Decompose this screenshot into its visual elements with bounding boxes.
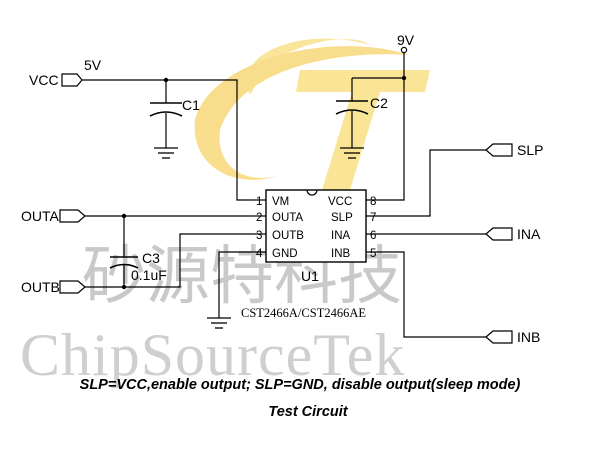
pin-number: 4	[256, 248, 263, 260]
wire-gnd	[218, 251, 253, 318]
c3-ref-label: C3	[142, 250, 160, 266]
pin-number: 5	[370, 248, 376, 260]
watermark-en: ChipSourceTek	[20, 322, 405, 388]
pin-name: OUTA	[272, 212, 303, 224]
port-outa-label: OUTA	[21, 208, 60, 224]
port-slp: SLP	[485, 142, 543, 158]
wires	[82, 52, 486, 338]
junction-dot	[121, 284, 127, 290]
port-outb: OUTB	[21, 279, 86, 295]
pin-name: VCC	[328, 196, 352, 208]
port-outa: OUTA	[21, 208, 86, 224]
supply-9v-terminal	[400, 46, 408, 54]
c2-ref-label: C2	[370, 95, 388, 111]
pin-name: INB	[331, 248, 351, 260]
condition-note: SLP=VCC,enable output; SLP=GND, disable …	[80, 377, 521, 393]
pin-number: 7	[370, 212, 376, 224]
capacitor-c3	[109, 256, 139, 269]
ic-notch	[306, 189, 318, 196]
ground-symbol-c1	[154, 147, 178, 159]
wire-outb	[85, 233, 253, 288]
port-outb-label: OUTB	[21, 279, 60, 295]
supply-5v-label: 5V	[84, 57, 102, 73]
port-inb-label: INB	[517, 329, 540, 345]
pin-name: SLP	[331, 212, 353, 224]
pin-name: GND	[272, 248, 298, 260]
port-vcc: VCC	[29, 72, 83, 88]
pin-number: 2	[256, 212, 262, 224]
ground-symbol-gnd	[207, 317, 231, 329]
ground-symbol-c2	[340, 147, 364, 159]
port-ina-label: INA	[517, 226, 541, 242]
c1-ref-label: C1	[182, 97, 200, 113]
pin-name: INA	[331, 230, 351, 242]
ic-body	[265, 189, 367, 263]
pin-number: 8	[370, 196, 376, 208]
pin-number: 1	[256, 196, 262, 208]
capacitor-c1	[149, 102, 183, 117]
ic-part-label: CST2466A/CST2466AE	[241, 306, 366, 320]
pin-name: OUTB	[272, 230, 304, 242]
figure-caption: Test Circuit	[268, 404, 348, 420]
ic-ref-label: U1	[301, 268, 319, 284]
pin-number: 3	[256, 230, 262, 242]
logo-watermark	[194, 38, 430, 190]
wire-9v-vcc	[384, 52, 405, 201]
junction-dot	[121, 213, 127, 219]
junction-dot	[401, 75, 407, 81]
pin-number: 6	[370, 230, 376, 242]
c3-value-label: 0.1uF	[131, 267, 167, 283]
port-inb: INB	[485, 329, 540, 345]
capacitor-c2	[335, 100, 369, 115]
port-slp-label: SLP	[517, 142, 543, 158]
pin-name: VM	[272, 196, 289, 208]
port-vcc-label: VCC	[29, 72, 59, 88]
junction-dot	[163, 77, 169, 83]
port-ina: INA	[485, 226, 541, 242]
wire-vcc-vm	[82, 79, 253, 201]
wire-slp	[384, 149, 486, 217]
wire-inb	[384, 251, 486, 338]
junctions	[121, 75, 407, 290]
supply-9v-label: 9V	[397, 32, 415, 48]
ic-u1: 1 2 3 4 VM OUTA OUTB GND VCC SLP INA INB…	[253, 189, 384, 263]
